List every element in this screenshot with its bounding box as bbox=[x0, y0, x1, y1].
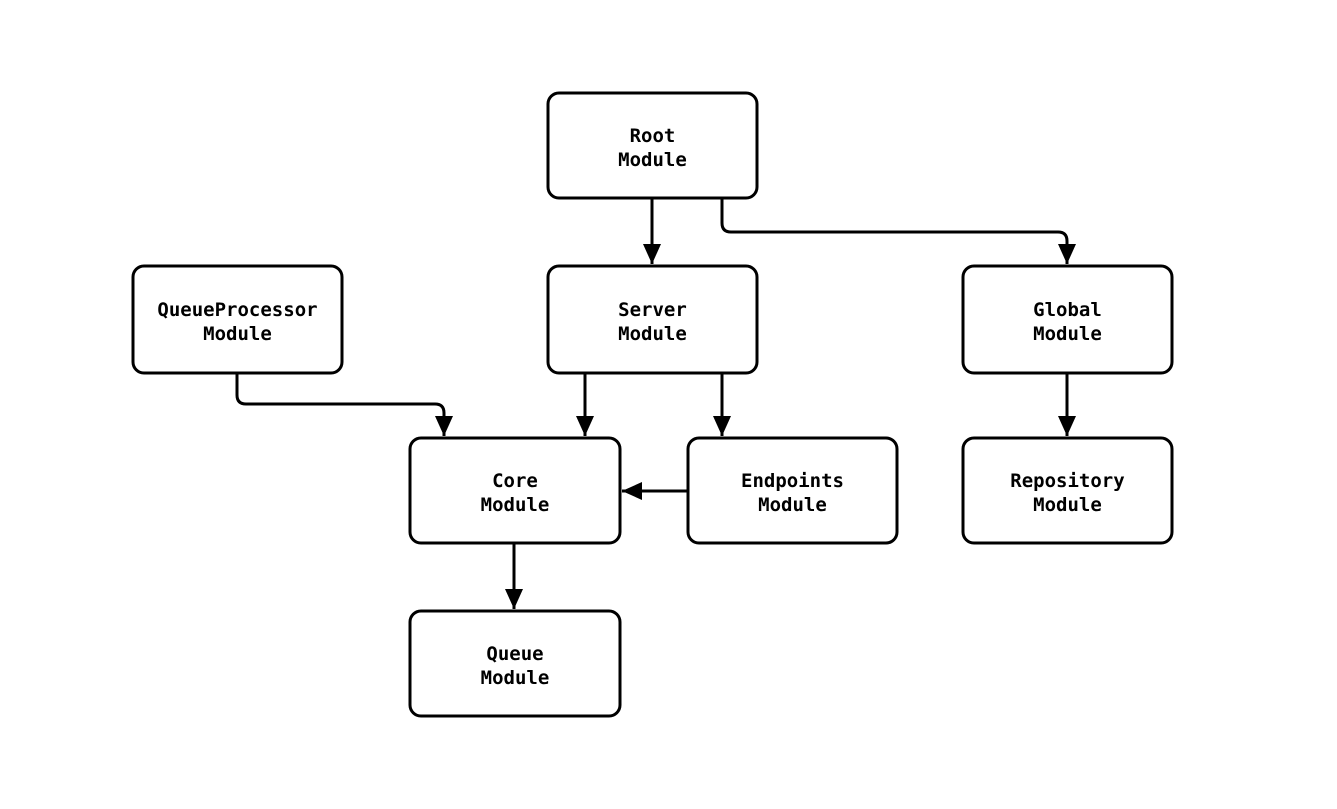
node-label-server-module-line1: Server bbox=[618, 299, 687, 321]
node-box-root-module bbox=[546, 91, 759, 200]
node-label-endpoints-module-line2: Module bbox=[758, 494, 827, 516]
node-label-core-module-line2: Module bbox=[481, 494, 550, 516]
node-label-root-module-line1: Root bbox=[630, 125, 676, 147]
node-box-core-module bbox=[408, 436, 622, 545]
edge-root-to-global bbox=[720, 198, 1076, 264]
node-label-repository-module-line1: Repository bbox=[1010, 470, 1124, 492]
node-box-queue-module bbox=[408, 609, 622, 718]
node-label-queue-module-line2: Module bbox=[481, 667, 550, 689]
node-box-repository-module bbox=[961, 436, 1174, 545]
node-label-endpoints-module-line1: Endpoints bbox=[741, 470, 844, 492]
node-box-server-module bbox=[546, 264, 759, 375]
node-label-core-module-line1: Core bbox=[492, 470, 538, 492]
node-box-global-module bbox=[961, 264, 1174, 375]
node-label-global-module-line1: Global bbox=[1033, 299, 1102, 321]
node-label-server-module-line2: Module bbox=[618, 323, 687, 345]
node-box-endpoints-module bbox=[686, 436, 899, 545]
edge-queueprocessor-to-core bbox=[235, 373, 453, 436]
node-label-queue-module-line1: Queue bbox=[486, 643, 543, 665]
node-label-queueprocessor-module-line2: Module bbox=[203, 323, 272, 345]
node-label-repository-module-line2: Module bbox=[1033, 494, 1102, 516]
nodes-layer: RootModuleQueueProcessorModuleServerModu… bbox=[131, 91, 1174, 718]
edges-layer bbox=[235, 198, 1076, 609]
node-label-queueprocessor-module-line1: QueueProcessor bbox=[157, 299, 317, 321]
node-label-global-module-line2: Module bbox=[1033, 323, 1102, 345]
node-box-queueprocessor-module bbox=[131, 264, 344, 375]
node-label-root-module-line2: Module bbox=[618, 149, 687, 171]
